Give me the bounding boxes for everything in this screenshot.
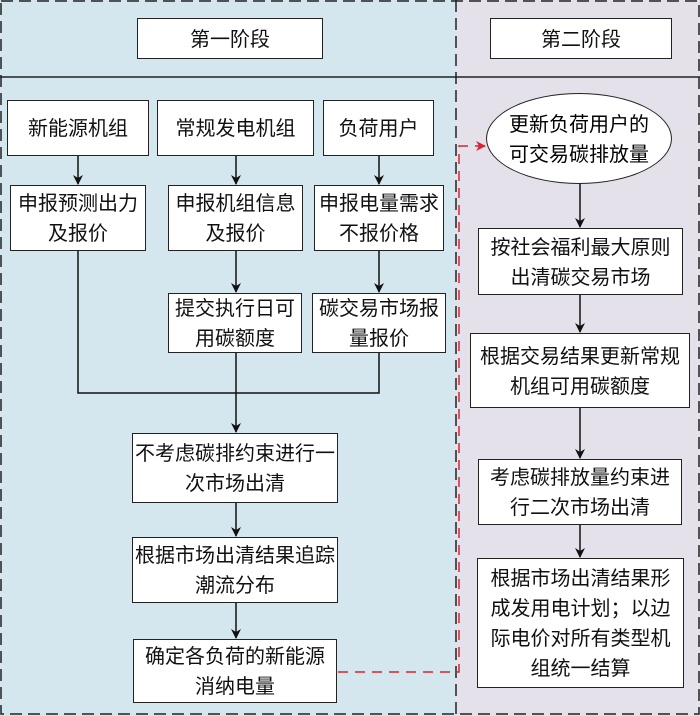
renewable-report: 申报预测出力及报价 (10, 185, 146, 251)
carbon-bid: 碳交易市场报量报价 (312, 293, 446, 353)
conventional-units: 常规发电机组 (157, 100, 314, 156)
stage1-title: 第一阶段 (137, 18, 323, 59)
load-report: 申报电量需求不报价格 (314, 185, 444, 251)
renewable-units: 新能源机组 (7, 100, 149, 156)
clear-carbon-market: 按社会福利最大原则出清碳交易市场 (478, 228, 683, 295)
load-users: 负荷用户 (323, 100, 434, 156)
trace-power-flow: 根据市场出清结果追踪潮流分布 (132, 537, 338, 603)
stage2-title: 第二阶段 (490, 18, 672, 59)
determine-renewable: 确定各负荷的新能源消纳电量 (133, 639, 337, 703)
second-clearing: 考虑碳排放量约束进行二次市场出清 (478, 459, 682, 525)
submit-quota: 提交执行日可用碳额度 (168, 293, 302, 353)
update-load-emission: 更新负荷用户的可交易碳排放量 (486, 93, 672, 184)
conventional-report: 申报机组信息及报价 (168, 185, 303, 251)
settlement: 根据市场出清结果形成发用电计划；以边际电价对所有类型机组统一结算 (477, 558, 684, 688)
first-clearing: 不考虑碳排约束进行一次市场出清 (132, 433, 338, 503)
update-quota: 根据交易结果更新常规机组可用碳额度 (470, 333, 690, 408)
